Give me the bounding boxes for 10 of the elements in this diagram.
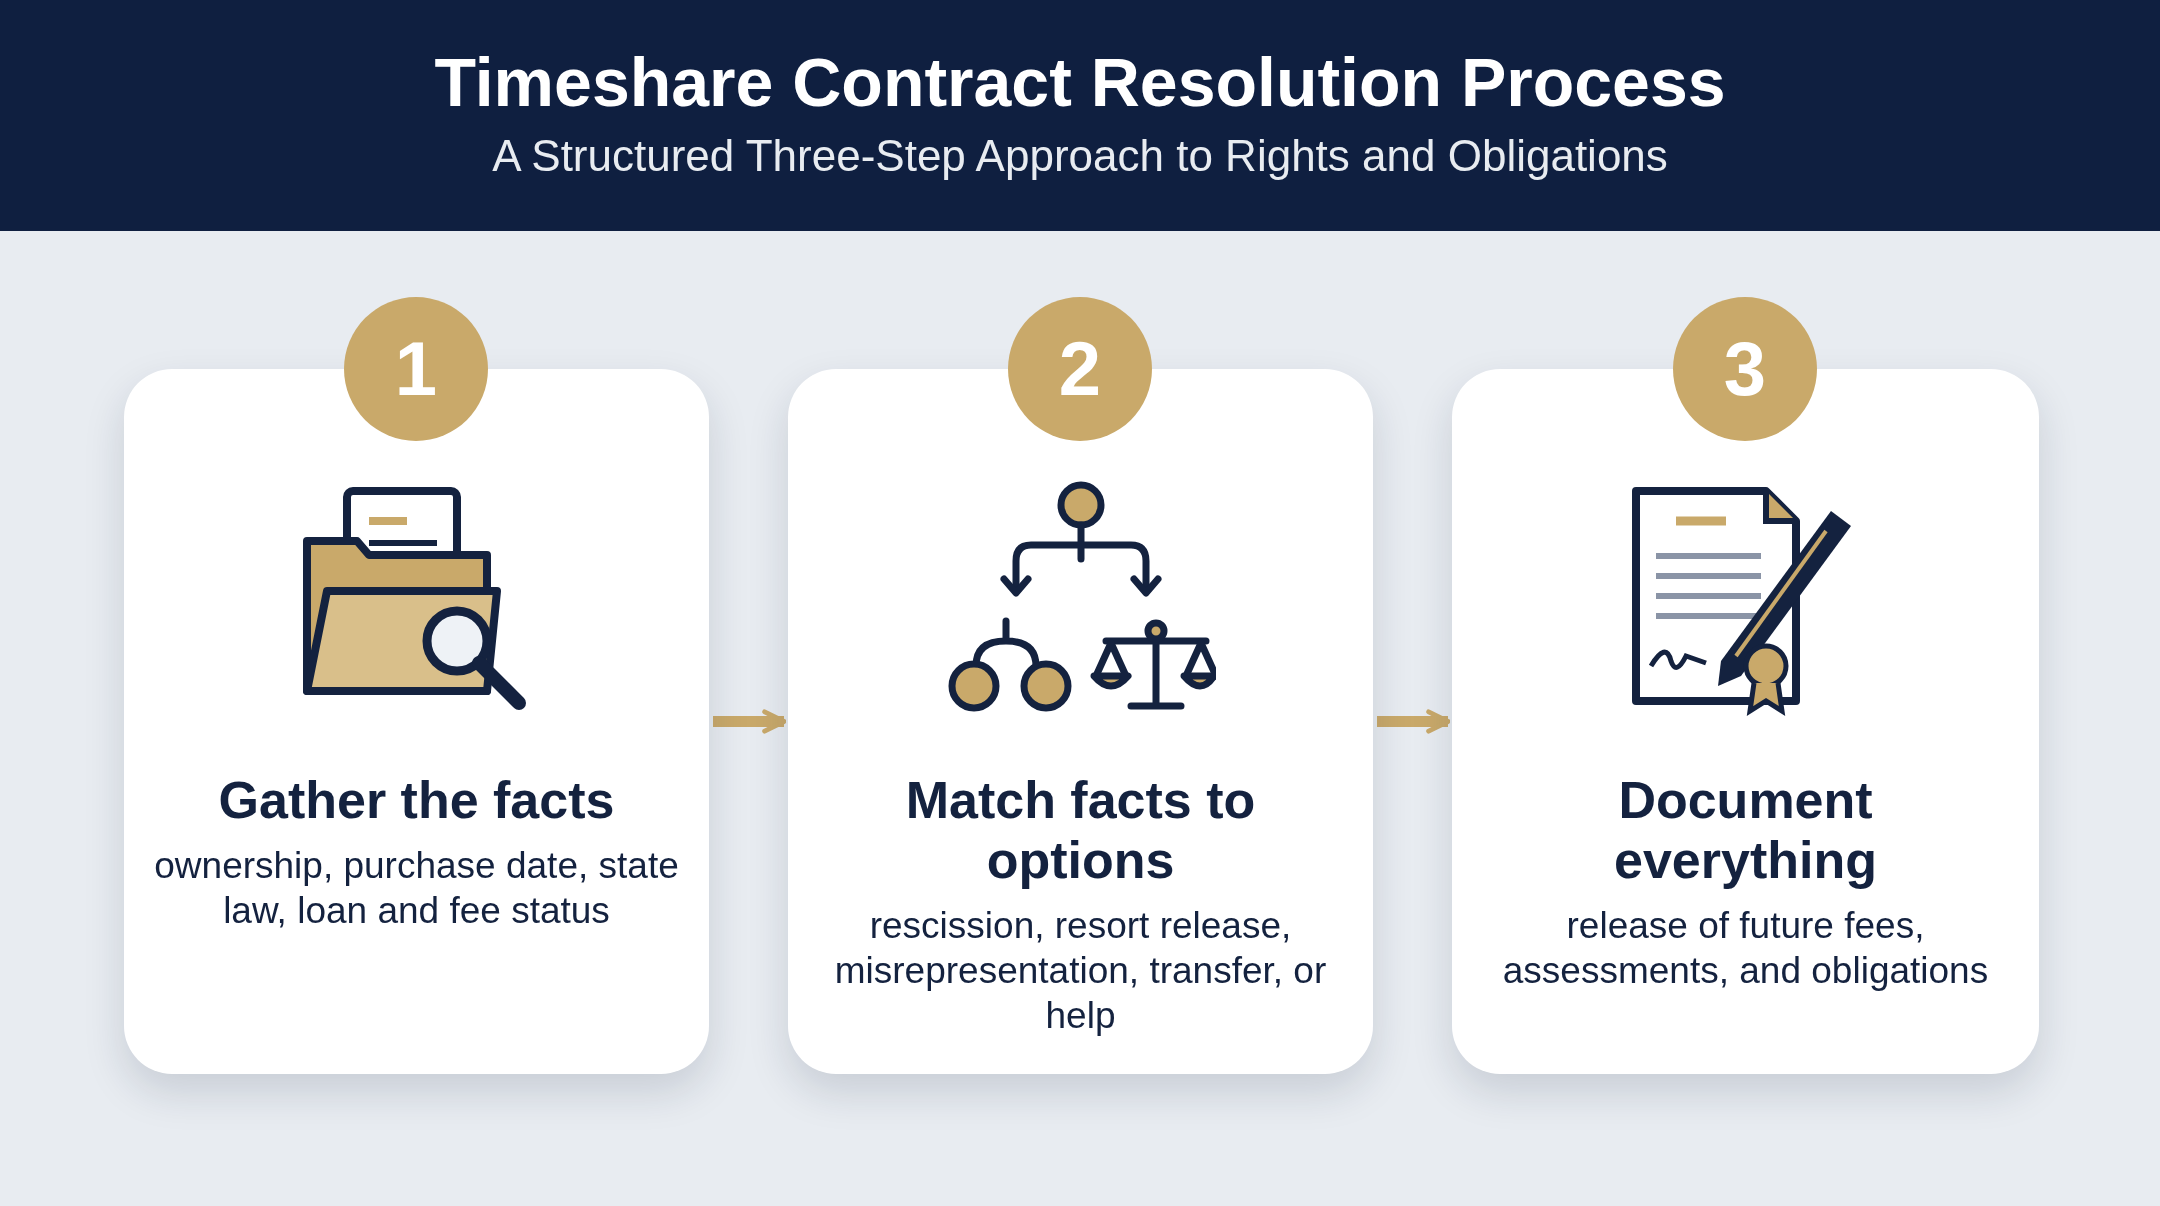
subtitle: A Structured Three-Step Approach to Rights and Obligations bbox=[492, 130, 1668, 182]
step-description: rescission, resort release, misrepresentation, transfer, or help bbox=[833, 903, 1328, 1038]
step-heading: Document everything bbox=[1613, 771, 1878, 891]
step-heading: Gather the facts bbox=[217, 771, 616, 831]
title: Timeshare Contract Resolution Process bbox=[434, 48, 1726, 116]
step-description: release of future fees, assessments, and obligations bbox=[1501, 903, 1990, 993]
step-heading: Match facts to options bbox=[904, 771, 1257, 891]
arrow bbox=[1377, 709, 1451, 734]
arrow bbox=[713, 709, 787, 734]
step-description: ownership, purchase date, state law, loan and fee status bbox=[153, 843, 680, 933]
